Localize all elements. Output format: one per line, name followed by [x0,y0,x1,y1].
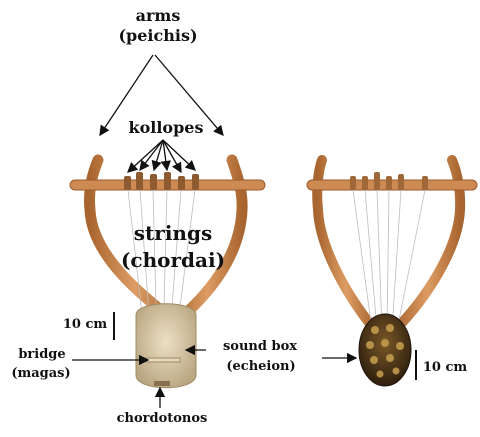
sound-box-label: sound box [210,340,310,353]
kollopes-arrow-2 [140,140,163,170]
arms-label: arms [128,8,188,24]
right-lyre-sound-box [359,314,411,386]
bridge-greek-label: (magas) [8,367,74,380]
bridge-label: bridge [14,348,70,361]
sound-box-greek-label: (echeion) [218,360,304,373]
left-lyre-bridge [146,358,180,362]
chordotonos-label: chordotonos [112,412,212,425]
arms-greek-label: (peichis) [110,28,206,44]
right-lyre [307,160,477,386]
left-lyre-chordotonos [154,381,170,386]
scale-label-right: 10 cm [419,361,471,374]
scale-label-left: 10 cm [60,318,110,331]
strings-greek-label: (chordai) [110,249,236,272]
kollopes-label: kollopes [123,120,209,136]
left-lyre-sound-box [136,304,196,388]
kollopes-arrow-6 [163,140,195,170]
strings-label: strings [118,222,228,245]
